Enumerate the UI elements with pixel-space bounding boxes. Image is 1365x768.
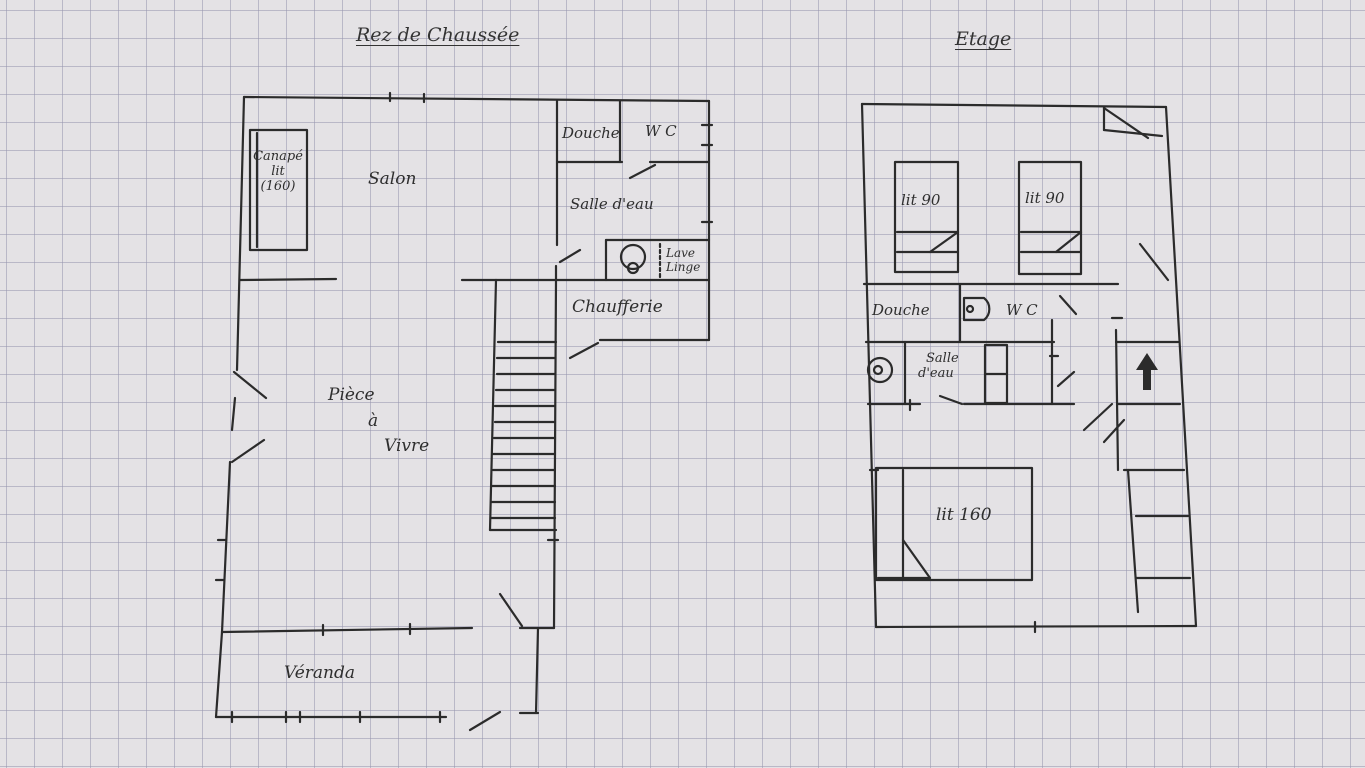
ground-floor-title: Rez de Chaussée (356, 24, 520, 46)
lave-linge-fixture (619, 242, 662, 280)
lit-90-a-label: lit 90 (901, 191, 941, 209)
canape-lit-outline (248, 128, 309, 252)
salon-label: Salon (368, 169, 417, 189)
chaufferie-label: Chaufferie (572, 297, 663, 317)
lit-90-a-outline (893, 160, 960, 274)
upper-floor-title: Etage (955, 28, 1012, 50)
canape-lit-label: Canapé lit (160) (253, 149, 303, 194)
lit-160-label: lit 160 (936, 505, 992, 525)
upper-salle-eau-label: Salle d'eau (918, 351, 959, 381)
lave-linge-label: Lave Linge (666, 246, 701, 274)
stair-arrow-icon (1136, 353, 1158, 390)
sink-fixture (866, 356, 894, 384)
veranda-label: Véranda (284, 663, 356, 683)
douche-label: Douche (562, 124, 620, 142)
piece-a-vivre-label: Pièce à Vivre (328, 385, 430, 457)
lit-90-b-outline (1017, 160, 1083, 276)
upper-wc-label: W C (1006, 301, 1038, 319)
wc-fixture (962, 296, 991, 322)
ground-floor-walls (214, 91, 714, 732)
upper-douche-label: Douche (872, 301, 930, 319)
salle-eau-label: Salle d'eau (570, 195, 654, 213)
lit-90-b-label: lit 90 (1025, 189, 1065, 207)
wc-label: W C (645, 122, 677, 140)
